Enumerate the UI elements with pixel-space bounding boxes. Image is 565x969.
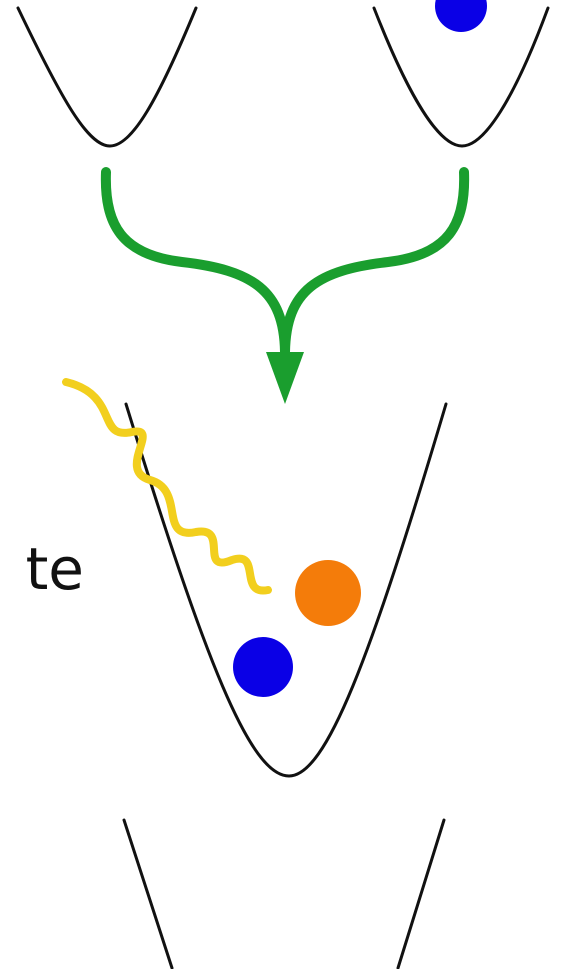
left-potential-well <box>18 8 196 146</box>
partial-label: te <box>26 535 84 603</box>
photon-wave <box>66 382 268 591</box>
top-blue-particle <box>435 0 487 32</box>
blue-particle <box>233 637 293 697</box>
combined-potential-well <box>126 404 446 776</box>
lower-potential-well <box>124 820 444 968</box>
orange-particle <box>295 560 361 626</box>
merge-arrow <box>106 172 464 404</box>
